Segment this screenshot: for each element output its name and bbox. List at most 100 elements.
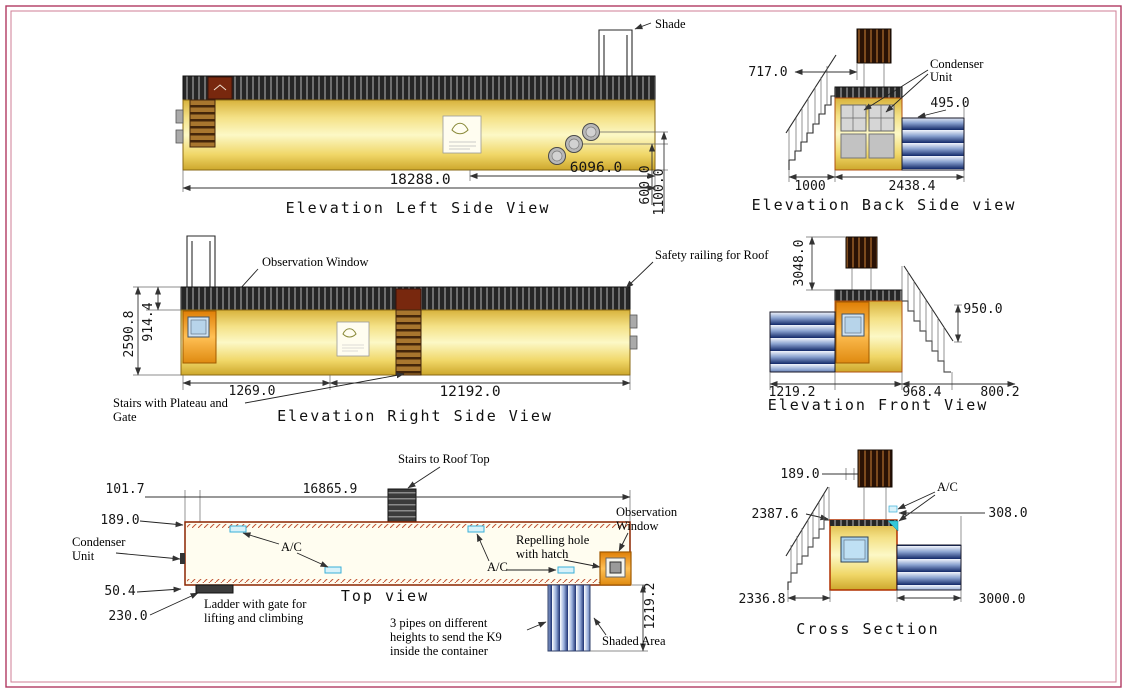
pipes-label-line2: heights to send the K9 — [390, 630, 502, 644]
dim-3000: 3000.0 — [979, 592, 1026, 607]
dim-2387: 2387.6 — [752, 507, 799, 522]
chimney-front — [845, 236, 878, 269]
dimension-total-width — [182, 170, 656, 192]
dim-1100: 1100.0 — [652, 169, 667, 216]
dim-2438: 2438.4 — [889, 179, 936, 194]
pipes-label-line1: 3 pipes on different — [390, 616, 488, 630]
stairs-back — [785, 54, 837, 170]
roof-stairs-plan — [387, 488, 417, 523]
ladder-plan — [195, 584, 234, 594]
dim-1269: 1269.0 — [229, 384, 276, 399]
ac-label-1: A/C — [281, 540, 302, 554]
dimension-top-width — [145, 490, 631, 522]
dim-2590: 2590.8 — [122, 311, 137, 358]
chimney-cross — [857, 449, 893, 488]
chimney-cross-supports — [863, 487, 887, 520]
stairs-cross — [785, 486, 830, 590]
top-view-title: Top view — [341, 587, 429, 605]
dim-12192: 12192.0 — [439, 384, 500, 400]
pipes-label-line3: inside the container — [390, 644, 489, 658]
ladder-label-line2: lifting and climbing — [204, 611, 304, 625]
window-section — [840, 536, 869, 563]
dim-230: 230.0 — [108, 609, 147, 624]
ac-label-2: A/C — [487, 560, 508, 574]
ladder-label-line1: Ladder with gate for — [204, 597, 307, 611]
ac-leaders-2 — [476, 533, 557, 573]
dimension-950 — [954, 304, 962, 343]
dim-6096: 6096.0 — [570, 160, 622, 176]
shaded-area-label: Shaded Area — [602, 634, 666, 648]
dim-101: 101.7 — [105, 482, 144, 497]
plan-hatch-bottom — [187, 579, 628, 583]
dim-3048: 3048.0 — [792, 240, 807, 287]
view-left-side: Shade 600.0 1100.0 — [175, 17, 686, 217]
loading-dock-back — [901, 117, 965, 171]
condenser-plan-label-line2: Unit — [72, 549, 95, 563]
stairs-to-roof-leader — [407, 466, 441, 489]
observation-window — [182, 310, 217, 364]
dim-800: 800.2 — [980, 385, 1019, 400]
stairs-to-roof-label: Stairs to Roof Top — [398, 452, 490, 466]
dim-230-leader — [149, 592, 199, 616]
view-back-side: 717.0 Condenser Unit 495.0 — [748, 28, 1017, 214]
plan-hatch-top — [187, 524, 628, 528]
dim-18288: 18288.0 — [389, 172, 450, 188]
dim-1219-top: 1219.2 — [643, 583, 658, 630]
stairs-door — [395, 288, 422, 376]
observation-plan-label-line1: Observation — [616, 505, 678, 519]
chimney-supports — [863, 63, 885, 87]
dimension-left-heights — [133, 286, 181, 376]
condenser-plan-leader — [115, 552, 181, 562]
shade-frame — [598, 22, 652, 76]
left-side-title: Elevation Left Side View — [286, 199, 551, 217]
right-edge-brackets — [629, 314, 638, 350]
shade-label: Shade — [655, 17, 686, 31]
dim-308: 308.0 — [988, 506, 1027, 521]
front-title: Elevation Front View — [768, 396, 989, 414]
view-cross-section: 189.0 A/C 2387.6 30 — [739, 449, 1028, 638]
dimension-partial-width — [469, 170, 656, 192]
dim-2336: 2336.8 — [739, 592, 786, 607]
observation-plan-label-line2: Window — [616, 519, 659, 533]
condenser-leaders — [863, 69, 929, 113]
sheet-border-inner — [10, 10, 1117, 683]
loading-dock-front — [769, 311, 836, 373]
dim-1000: 1000 — [794, 179, 825, 194]
dimension-bottom-back — [788, 170, 965, 182]
back-side-title: Elevation Back Side view — [752, 196, 1017, 214]
ac-marks-section — [887, 505, 899, 532]
porthole-circles — [548, 123, 600, 165]
dim-50-leader — [136, 586, 182, 593]
stairs-plateau-label-line1: Stairs with Plateau and — [113, 396, 229, 410]
repelling-label-line1: Repelling hole — [516, 533, 590, 547]
dimension-308 — [898, 510, 985, 545]
dimension-717 — [794, 64, 858, 80]
observation-plan-leader — [618, 532, 629, 552]
ac-leaders-cross — [897, 491, 936, 522]
loading-dock-section — [896, 544, 962, 591]
stairs-front — [901, 265, 954, 373]
chimney — [856, 28, 892, 64]
dimension-2336 — [787, 590, 831, 602]
dim-950: 950.0 — [963, 302, 1002, 317]
shaded-area-leader — [593, 617, 607, 636]
left-edge-brackets — [175, 109, 184, 144]
dim-16865: 16865.9 — [303, 482, 358, 497]
dimension-3000 — [896, 590, 962, 602]
ac-label-cross: A/C — [937, 480, 958, 494]
repelling-label-line2: with hatch — [516, 547, 569, 561]
dimension-495 — [917, 102, 965, 119]
condenser-plan-label-line1: Condenser — [72, 535, 126, 549]
dim-50: 50.4 — [104, 584, 135, 599]
logo-plate — [442, 115, 482, 154]
ac-leaders-1 — [242, 532, 329, 568]
roof-band-front — [834, 289, 903, 302]
right-side-title: Elevation Right Side View — [277, 407, 553, 425]
dimension-1219-top — [590, 584, 648, 652]
cross-section-title: Cross Section — [796, 620, 939, 638]
dim-1219-front: 1219.2 — [769, 385, 816, 400]
k9-pipes — [547, 584, 591, 652]
ladder — [189, 99, 216, 148]
container-plan — [184, 521, 631, 586]
